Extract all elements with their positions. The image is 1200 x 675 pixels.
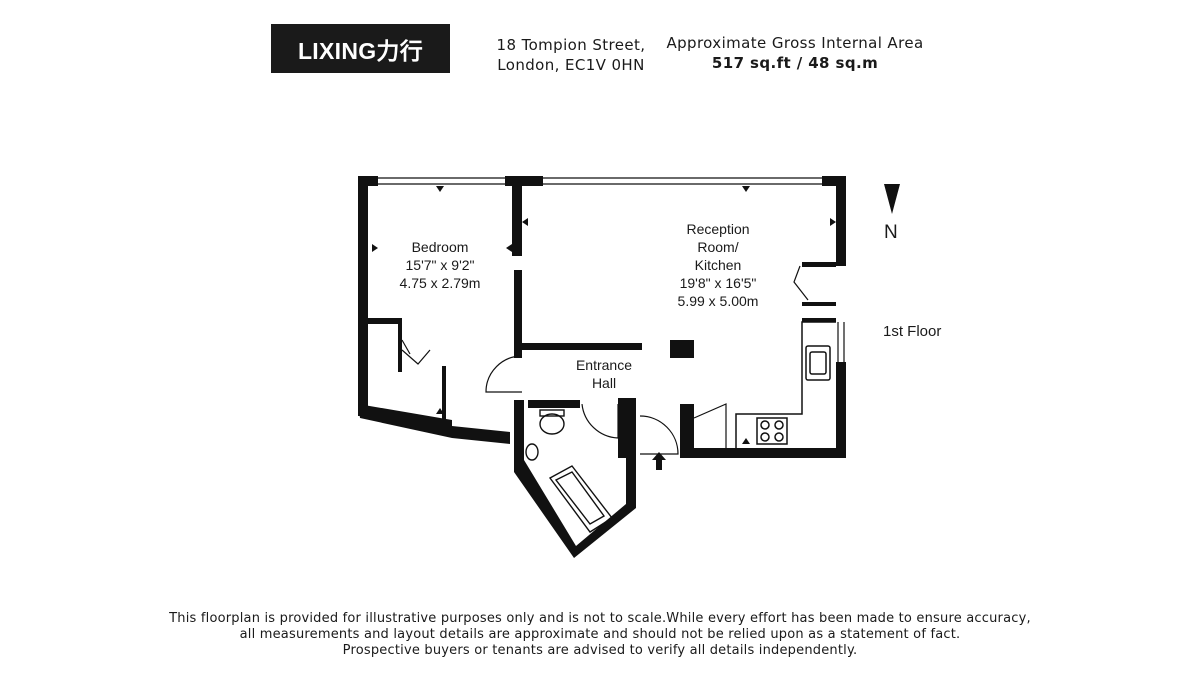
north-arrow-icon (884, 184, 900, 214)
entrance-arrow-icon (652, 452, 666, 470)
disclaimer-line-3: Prospective buyers or tenants are advise… (342, 643, 858, 658)
reception-line1: Reception (686, 221, 750, 237)
gross-area-value: 517 sq.ft / 48 sq.m (711, 54, 879, 72)
reception-label: Reception Room/ Kitchen 19'8" x 16'5" 5.… (660, 220, 776, 310)
entrance-line1: Entrance (575, 357, 633, 373)
dimension-ticks (372, 186, 836, 444)
bedroom-metric: 4.75 x 2.79m (399, 275, 481, 291)
bathroom-fixtures (525, 409, 614, 533)
reception-line3: Kitchen (694, 257, 742, 273)
address-line-1: 18 Tompion Street, (496, 36, 646, 54)
reception-imperial: 19'8" x 16'5" (679, 275, 757, 291)
reception-line2: Room/ (697, 239, 739, 255)
bedroom-label: Bedroom 15'7" x 9'2" 4.75 x 2.79m (382, 238, 498, 292)
doors (401, 265, 809, 455)
gross-area-block: Approximate Gross Internal Area 517 sq.f… (660, 33, 930, 73)
address-line-2: London, EC1V 0HN (497, 56, 645, 74)
windows (378, 177, 845, 362)
reception-metric: 5.99 x 5.00m (677, 293, 759, 309)
floor-label: 1st Floor (883, 323, 942, 340)
compass-label: N (884, 222, 898, 243)
property-address: 18 Tompion Street, London, EC1V 0HN (490, 35, 652, 75)
walls (358, 176, 846, 558)
brand-logo: LIXING力行 (271, 24, 450, 73)
entrance-line2: Hall (591, 375, 617, 391)
bedroom-imperial: 15'7" x 9'2" (405, 257, 475, 273)
kitchen-counter (735, 321, 836, 448)
disclaimer-line-2: all measurements and layout details are … (239, 627, 961, 642)
disclaimer-line-1: This floorplan is provided for illustrat… (169, 611, 1031, 626)
disclaimer: This floorplan is provided for illustrat… (0, 611, 1200, 659)
gross-area-label: Approximate Gross Internal Area (666, 34, 924, 52)
bedroom-name: Bedroom (411, 239, 469, 255)
entrance-hall-label: Entrance Hall (566, 356, 642, 392)
